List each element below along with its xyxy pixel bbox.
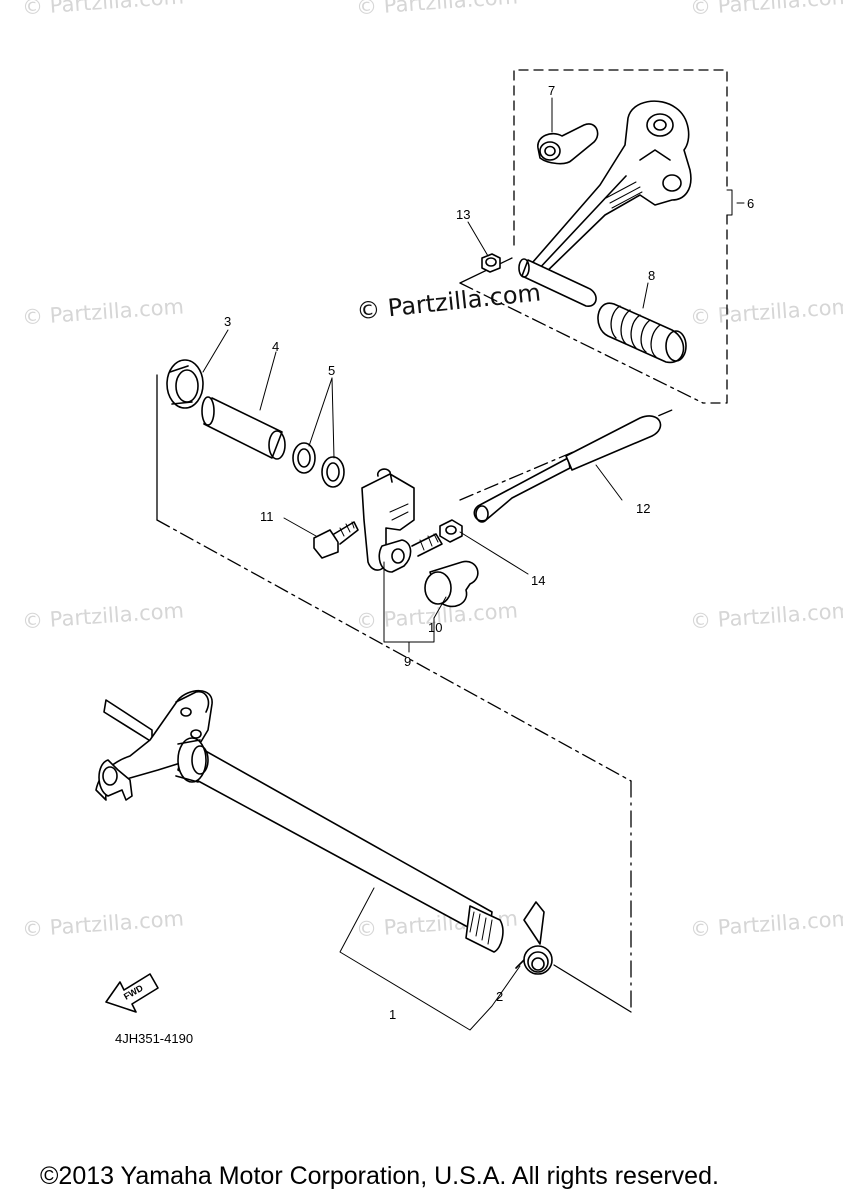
callout-6: 6 [747, 196, 755, 211]
callout-14: 14 [531, 573, 546, 588]
grouping-lines [156, 69, 728, 1013]
callout-1: 1 [389, 1007, 397, 1022]
callout-5: 5 [328, 363, 336, 378]
shift-pedal [518, 100, 692, 307]
shift-rod-part-12 [473, 415, 662, 523]
callout-13: 13 [456, 207, 471, 222]
shift-arm-part-9 [361, 468, 415, 573]
callout-9: 9 [404, 654, 412, 669]
shift-shaft-part-1 [95, 689, 504, 953]
diagram-code: 4JH351-4190 [115, 1031, 194, 1046]
bolt-part-11 [313, 521, 359, 559]
spring-part-2 [515, 901, 553, 975]
callout-7: 7 [548, 83, 556, 98]
callout-10: 10 [428, 620, 443, 635]
callout-8: 8 [648, 268, 656, 283]
callout-2: 2 [496, 989, 504, 1004]
oil-seal-part-3 [166, 359, 204, 409]
callout-11: 11 [260, 509, 274, 524]
fwd-arrow-icon: FWD [105, 973, 159, 1013]
copyright-notice: ©2013 Yamaha Motor Corporation, U.S.A. A… [40, 1162, 719, 1190]
pedal-rubber-part-8 [597, 302, 687, 364]
joint-part-7 [537, 123, 599, 165]
nut-part-13 [481, 253, 501, 273]
boot-part-10 [424, 560, 479, 608]
collar-part-4 [201, 396, 286, 460]
callout-4: 4 [272, 339, 280, 354]
bolt-nut-part-14 [411, 519, 463, 557]
leader-lines [202, 97, 745, 1031]
callout-12: 12 [636, 501, 651, 516]
callout-3: 3 [224, 314, 232, 329]
seals-part-5 [292, 442, 345, 488]
